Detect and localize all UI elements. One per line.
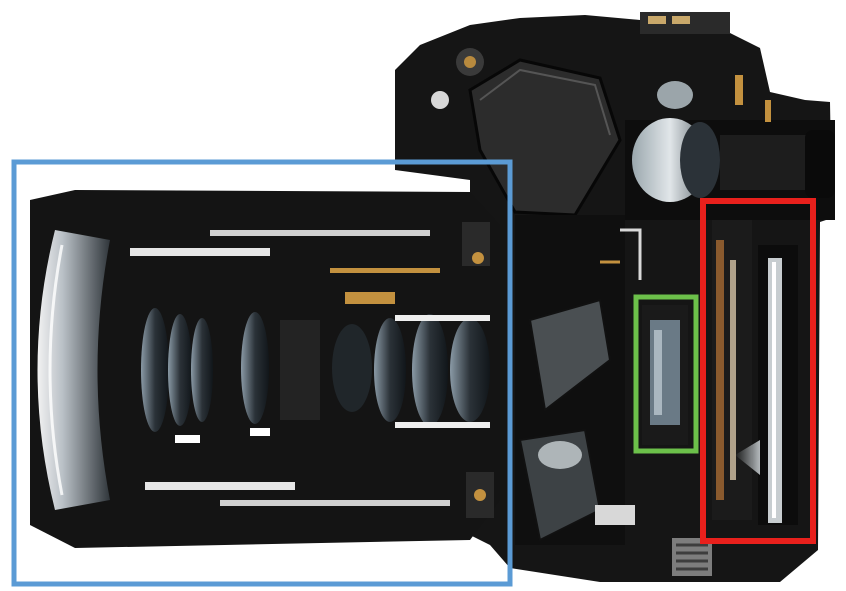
focus-rail-bottom [145, 482, 295, 490]
lens-element-7 [374, 318, 406, 422]
shutter-blade-highlight [654, 330, 662, 415]
copper-contact [765, 100, 771, 122]
reflex-mirror [528, 298, 612, 412]
lens-highlight-box [11, 159, 513, 587]
sensor-highlight-box [700, 198, 816, 544]
lens-element-2 [141, 308, 169, 432]
sensor-light-beam [735, 440, 760, 475]
focus-rail-top [130, 248, 270, 256]
prism-edge [479, 68, 611, 136]
mount-pin [474, 489, 486, 501]
mount-pin [472, 252, 484, 264]
lens-element-8 [412, 314, 448, 426]
front-element [37, 230, 110, 510]
top-gear-hub [464, 56, 476, 68]
lens-element-5 [241, 312, 269, 424]
tripod-thread [676, 543, 708, 571]
lens-element-4 [191, 318, 213, 422]
af-sensor-plate [595, 505, 635, 525]
front-element-reflection [48, 244, 64, 496]
lens-element-9 [450, 318, 490, 422]
pcb-edge [716, 240, 724, 500]
spacer [175, 435, 200, 443]
shutter-highlight-box [633, 294, 699, 454]
lens-element-6 [332, 324, 372, 412]
shoe-contact [648, 16, 666, 24]
inner-tube-bottom [220, 500, 450, 506]
sensor-glass-highlight [772, 262, 776, 518]
internal-bracket [620, 228, 642, 280]
lens-element-3 [168, 314, 192, 426]
element-holder-top [395, 315, 490, 321]
shoe-contact [672, 16, 690, 24]
lens-assembly [30, 190, 500, 548]
viewfinder-prism-glass [657, 81, 693, 109]
eyepiece-lens-rear [680, 122, 720, 198]
eyecup-rubber [805, 130, 835, 198]
top-spring [431, 91, 449, 109]
af-lens [538, 441, 582, 469]
inner-tube-top [210, 230, 430, 236]
pcb-component [730, 260, 736, 480]
gold-ring [330, 268, 440, 273]
element-holder-bottom [395, 422, 490, 428]
aperture-block [280, 320, 320, 420]
copper-contact [735, 75, 743, 105]
gold-contact [345, 292, 395, 304]
spacer [250, 428, 270, 436]
